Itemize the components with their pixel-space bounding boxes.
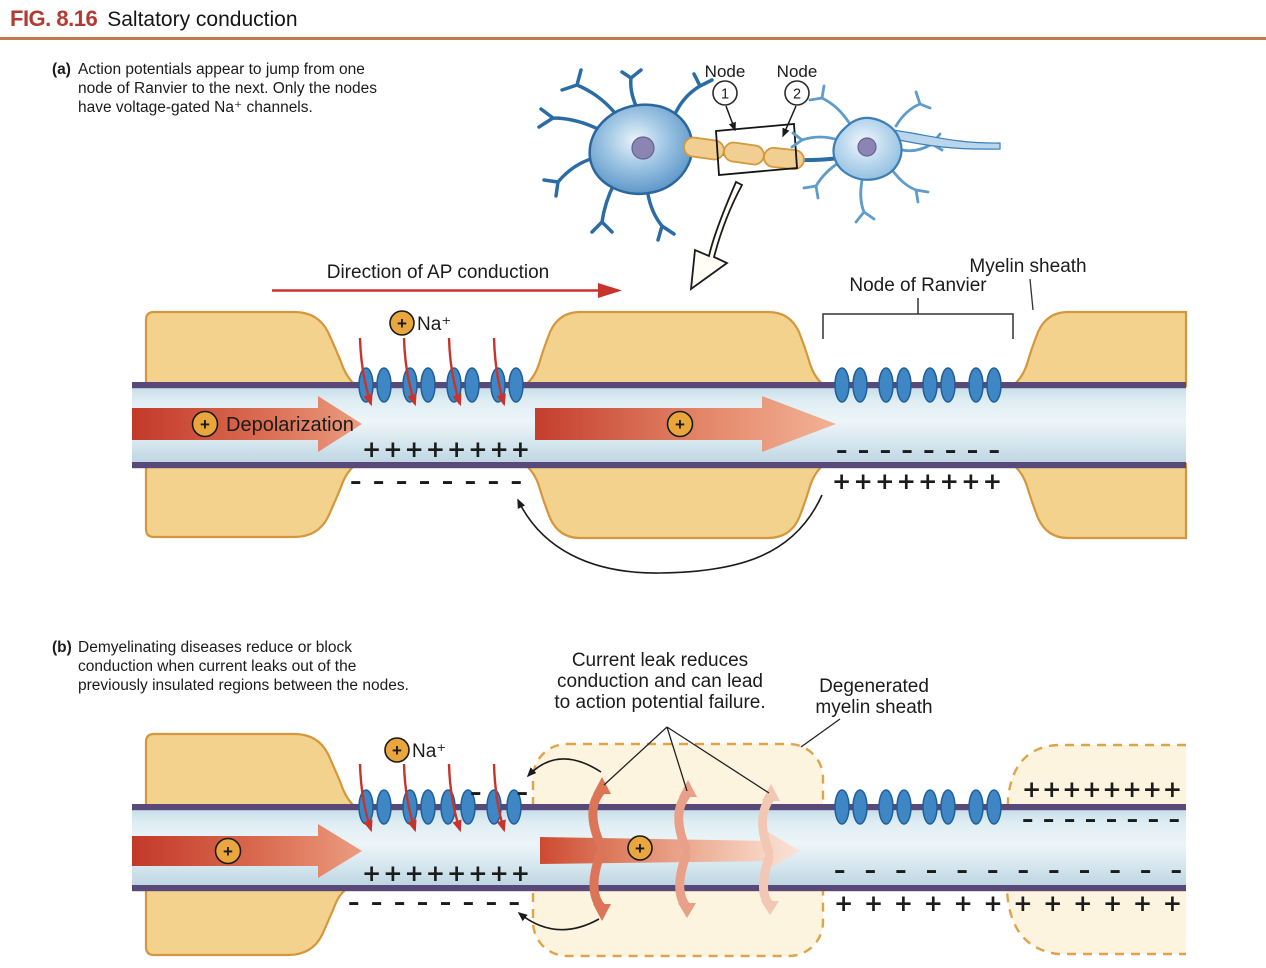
degenerated-line1: Degenerated	[819, 676, 929, 697]
neuron-inset: Node Node 1 2	[537, 62, 1001, 291]
figure-art: Node Node 1 2 Direction of AP conduction	[132, 62, 1188, 958]
leak-backflow-arrow-top	[526, 758, 602, 778]
inset-node1-circle	[712, 80, 738, 106]
figure-title: Saltatory conduction	[107, 8, 298, 31]
membrane-top-a	[132, 382, 1186, 389]
current-leak-line3: to action potential failure.	[554, 692, 765, 713]
plus-badge-a2	[666, 410, 694, 438]
myelin-blocks-b	[144, 732, 359, 957]
charges-region2-outside-top: + + + + + + + +	[1022, 777, 1182, 803]
degenerated-myelin-callout: Degenerated myelin sheath	[800, 676, 933, 748]
degenerated-line2: myelin sheath	[815, 697, 932, 718]
plus-badge-depol-b	[214, 837, 242, 865]
charges-node1-outside-b: – – – – – – – –	[348, 890, 520, 916]
left-neuron-nucleus	[631, 136, 655, 160]
panel-b-caption-text: Demyelinating diseases reduce or block c…	[78, 639, 409, 695]
panel-a-caption-text: Action potentials appear to jump from on…	[78, 61, 377, 117]
charges-node1-membrane-b: – –	[470, 780, 528, 806]
charges-node1-outside-a: – – – – – – – –	[350, 469, 522, 495]
na-plus-sign-a: +	[397, 314, 407, 333]
degenerated-myelin-region-2-border	[1005, 743, 1186, 956]
inset-zoom-box	[715, 123, 798, 176]
diagram-a: Direction of AP conduction	[132, 256, 1188, 574]
node-of-ranvier-label: Node of Ranvier	[849, 275, 987, 296]
current-leak-line1: Current leak reduces	[572, 650, 748, 671]
depolarization-arrow-b	[132, 824, 362, 878]
na-entry-arrows-a	[358, 337, 506, 407]
na-ion-badge-a: + Na⁺	[389, 310, 451, 336]
panel-a-label: (a)	[52, 61, 71, 78]
inset-node2-pointer	[782, 105, 797, 138]
inset-node1-word: Node	[705, 62, 746, 81]
inset-myelin-capsules	[683, 136, 805, 170]
myelin-sheath-label: Myelin sheath	[969, 256, 1086, 277]
inset-node1-pointer	[725, 105, 736, 132]
fading-current-arrow	[540, 832, 800, 869]
myelin-sheath-pointer	[1029, 278, 1034, 311]
na-label-a: Na⁺	[417, 314, 451, 335]
charges-node1-inside-b: + + + + + + + +	[362, 861, 530, 887]
depolarization-label: Depolarization	[226, 414, 354, 436]
plus-badge-fade-sign: +	[635, 839, 645, 858]
na-channels-node2-b	[834, 789, 1002, 825]
charges-node1-inside-a: + + + + + + + +	[362, 437, 530, 463]
inset-node2-word: Node	[777, 62, 818, 81]
panel-a-caption: (a) Action potentials appear to jump fro…	[52, 60, 492, 118]
charges-outside-bottom-b: + + + + + + + + + + + +	[834, 891, 1182, 917]
membrane-top-b	[132, 804, 1186, 811]
right-neuron-nucleus	[857, 137, 877, 157]
na-entry-arrows-b	[358, 763, 506, 833]
myelin-blocks-a	[144, 310, 1188, 540]
degenerated-pointer	[800, 718, 841, 748]
node-of-ranvier-bracket	[822, 313, 1014, 339]
plus-badge-a2-sign: +	[675, 415, 685, 434]
depolarization-arrow-a	[132, 396, 362, 452]
leak-backflow-arrow-bottom	[517, 911, 600, 931]
figure-number: FIG. 8.16	[10, 6, 98, 31]
inset-node2-number: 2	[793, 87, 801, 103]
local-current-loop-a	[517, 494, 823, 574]
current-leak-branches	[588, 777, 780, 921]
plus-badge-fade	[627, 835, 653, 861]
direction-arrowhead	[598, 283, 622, 298]
plus-badge-depol-b-sign: +	[223, 842, 233, 861]
plus-badge-depol-a-sign: +	[200, 415, 210, 434]
na-label-b: Na⁺	[412, 741, 446, 762]
charges-node2-inside-a: – – – – – – – –	[836, 438, 1000, 464]
magnify-arrow	[689, 180, 744, 291]
header-rule	[0, 37, 1266, 40]
right-neuron-axon	[889, 129, 1001, 150]
charges-node2-outside-a: + + + + + + + +	[832, 469, 1002, 495]
inset-node2-circle	[784, 80, 810, 106]
diagram-b: + Na⁺ + +	[132, 650, 1186, 958]
charges-inside-bottom-b: – – – – – – – – – – – –	[834, 858, 1182, 884]
membrane-bottom-b	[132, 885, 1186, 892]
current-leak-callout: Current leak reduces conduction and can …	[554, 650, 770, 794]
direction-label: Direction of AP conduction	[327, 262, 550, 283]
plus-badge-depol-a	[191, 410, 219, 438]
na-channels-node2-a	[834, 367, 1002, 403]
figure-header: FIG. 8.16 Saltatory conduction	[10, 6, 298, 32]
na-plus-sign-b: +	[392, 741, 402, 760]
panel-b-label: (b)	[52, 639, 72, 656]
current-leak-pointer-lines	[603, 726, 770, 794]
membrane-bottom-a	[132, 462, 1186, 469]
na-ion-badge-b: + Na⁺	[384, 737, 446, 763]
charges-region2-inside-top: – – – – – – – –	[1022, 807, 1180, 833]
current-leak-line2: conduction and can lead	[557, 671, 763, 692]
panel-b-caption: (b) Demyelinating diseases reduce or blo…	[52, 638, 492, 696]
inset-node1-number: 1	[721, 87, 729, 103]
